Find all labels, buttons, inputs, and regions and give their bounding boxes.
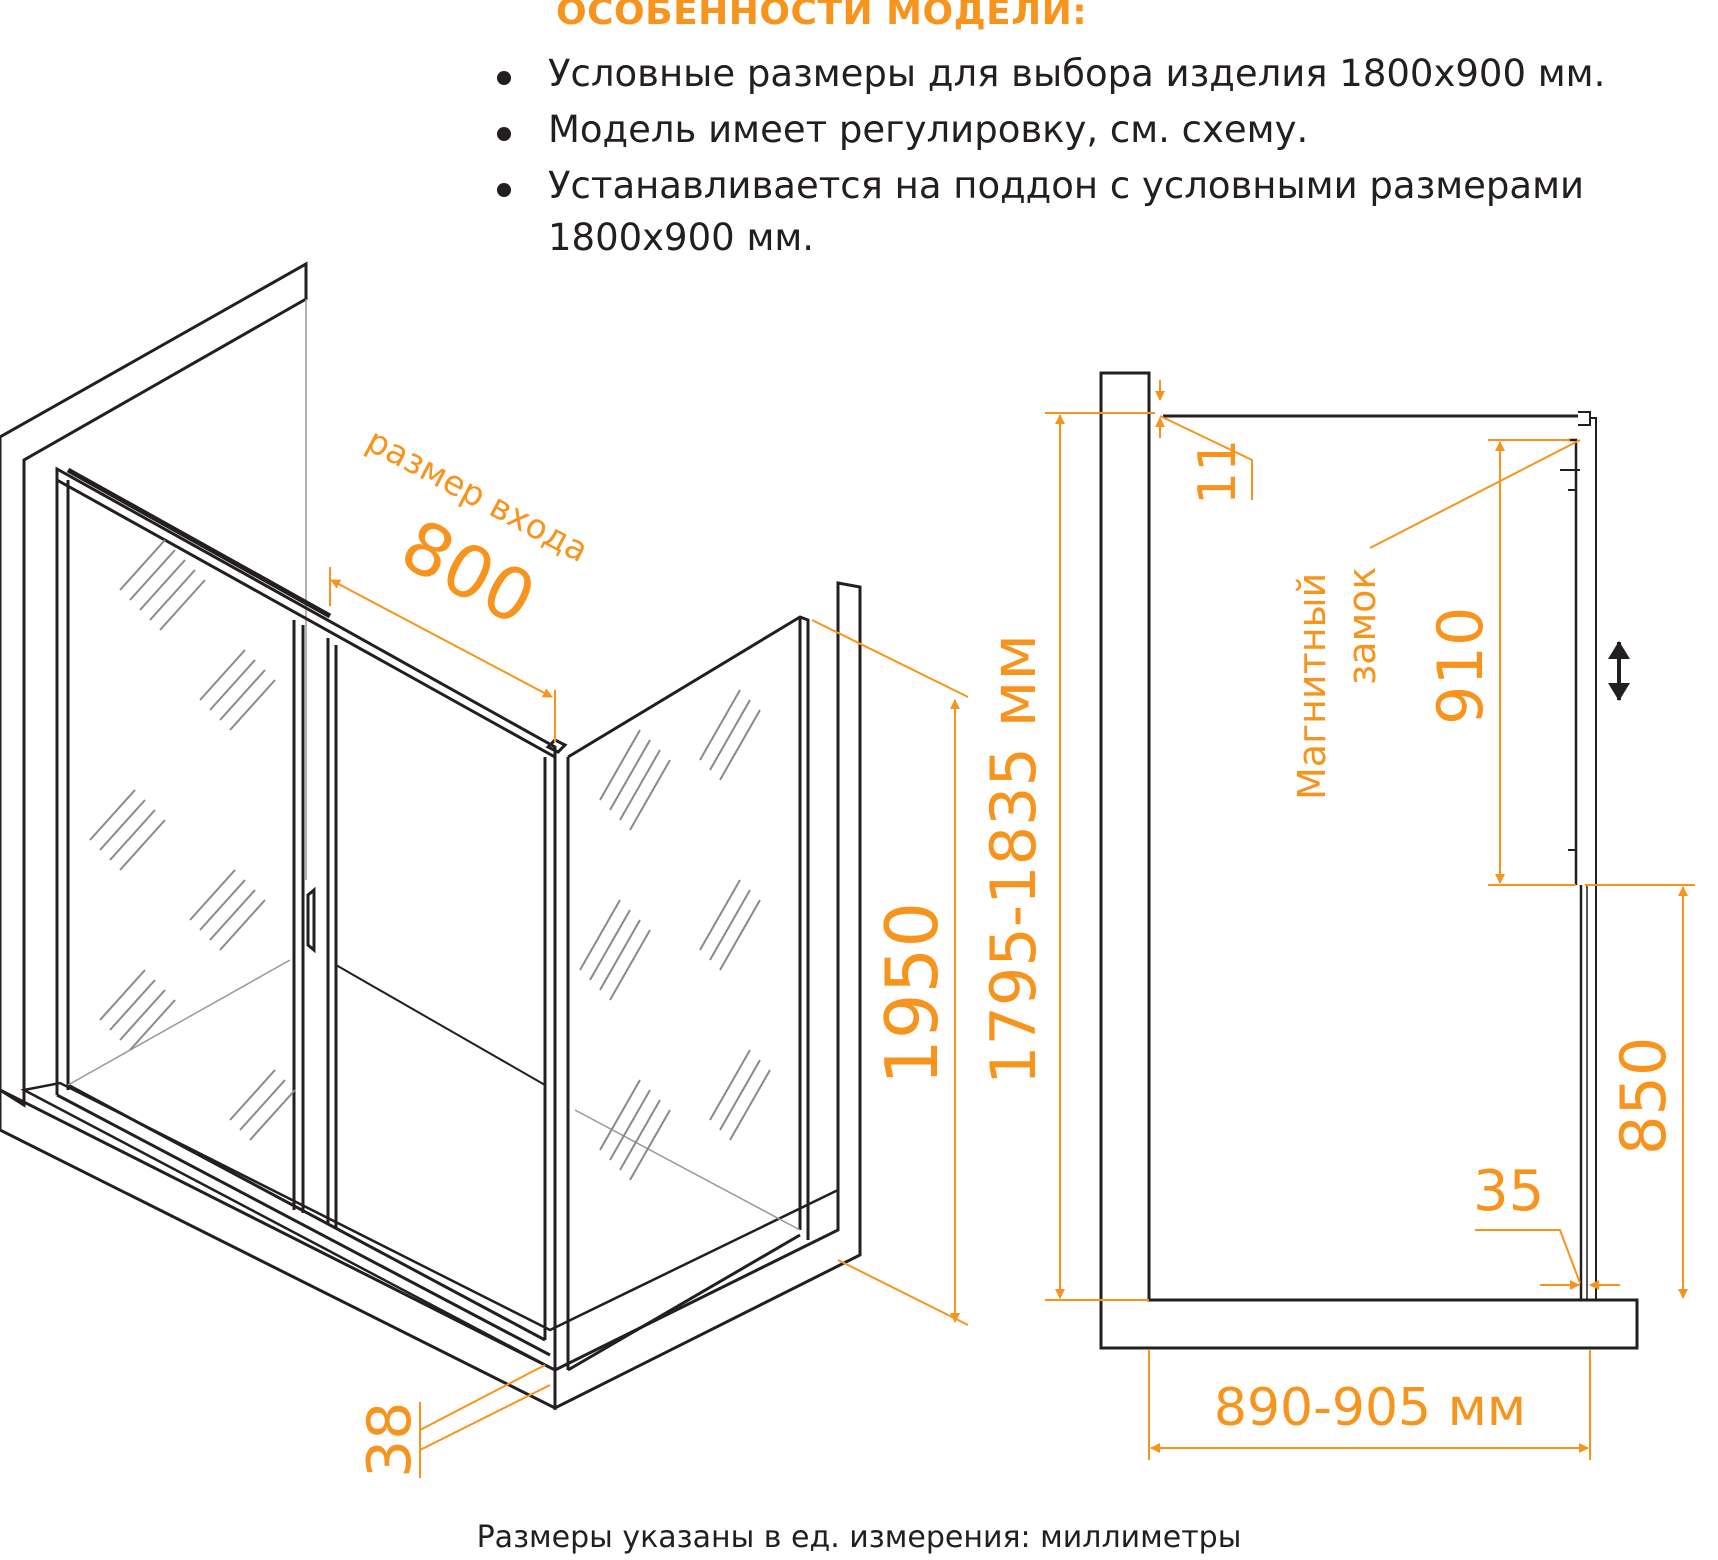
magnet-section-dimension: 910 [1424, 439, 1576, 886]
adjust-range-dimension: 1795-1835 мм [977, 412, 1155, 1301]
lower-section-dimension: 850 [1585, 884, 1695, 1299]
top-gap-dimension: 11 [1155, 380, 1253, 505]
magnet-lock-label: замок [1340, 567, 1384, 685]
height-dimension: 1950 [811, 619, 969, 1326]
offset-dimension: 38 [355, 1364, 551, 1478]
magnet-section-value: 910 [1424, 607, 1497, 725]
lower-section-value: 850 [1607, 1037, 1680, 1155]
width-range-value: 890-905 мм [1214, 1378, 1526, 1438]
wall-niche [0, 261, 862, 1411]
height-value: 1950 [870, 902, 954, 1085]
features-list: Условные размеры для выбора изделия 1800… [492, 48, 1714, 268]
glass-offset-dimension: 35 [1473, 1159, 1620, 1290]
width-range-dimension: 890-905 мм [1148, 1350, 1591, 1460]
side-view: 11 1795-1835 мм Магнитный замок 910 850 [977, 371, 1695, 1460]
magnet-lock-label: Магнитный [1290, 573, 1334, 800]
magnet-lock-callout: Магнитный замок [1290, 439, 1581, 800]
feature-item: Модель имеет регулировку, см. схему. [492, 104, 1714, 156]
top-gap-value: 11 [1188, 439, 1248, 505]
adjust-range-value: 1795-1835 мм [977, 634, 1050, 1085]
enclosure-profile [1163, 411, 1597, 1300]
units-footnote: Размеры указаны в ед. измерения: миллиме… [476, 1520, 1242, 1555]
feature-item: Условные размеры для выбора изделия 1800… [492, 48, 1714, 100]
features-title: ОСОБЕННОСТИ МОДЕЛИ: [556, 0, 1088, 33]
wall-section [1099, 371, 1639, 1350]
offset-value: 38 [355, 1402, 425, 1478]
shower-enclosure [55, 466, 810, 1375]
glass-offset-value: 35 [1473, 1159, 1544, 1224]
feature-item: Устанавливается на поддон с условными ра… [492, 160, 1714, 264]
glass-hatching [89, 539, 771, 1181]
isometric-view: размер входа 800 1950 38 [0, 261, 969, 1478]
